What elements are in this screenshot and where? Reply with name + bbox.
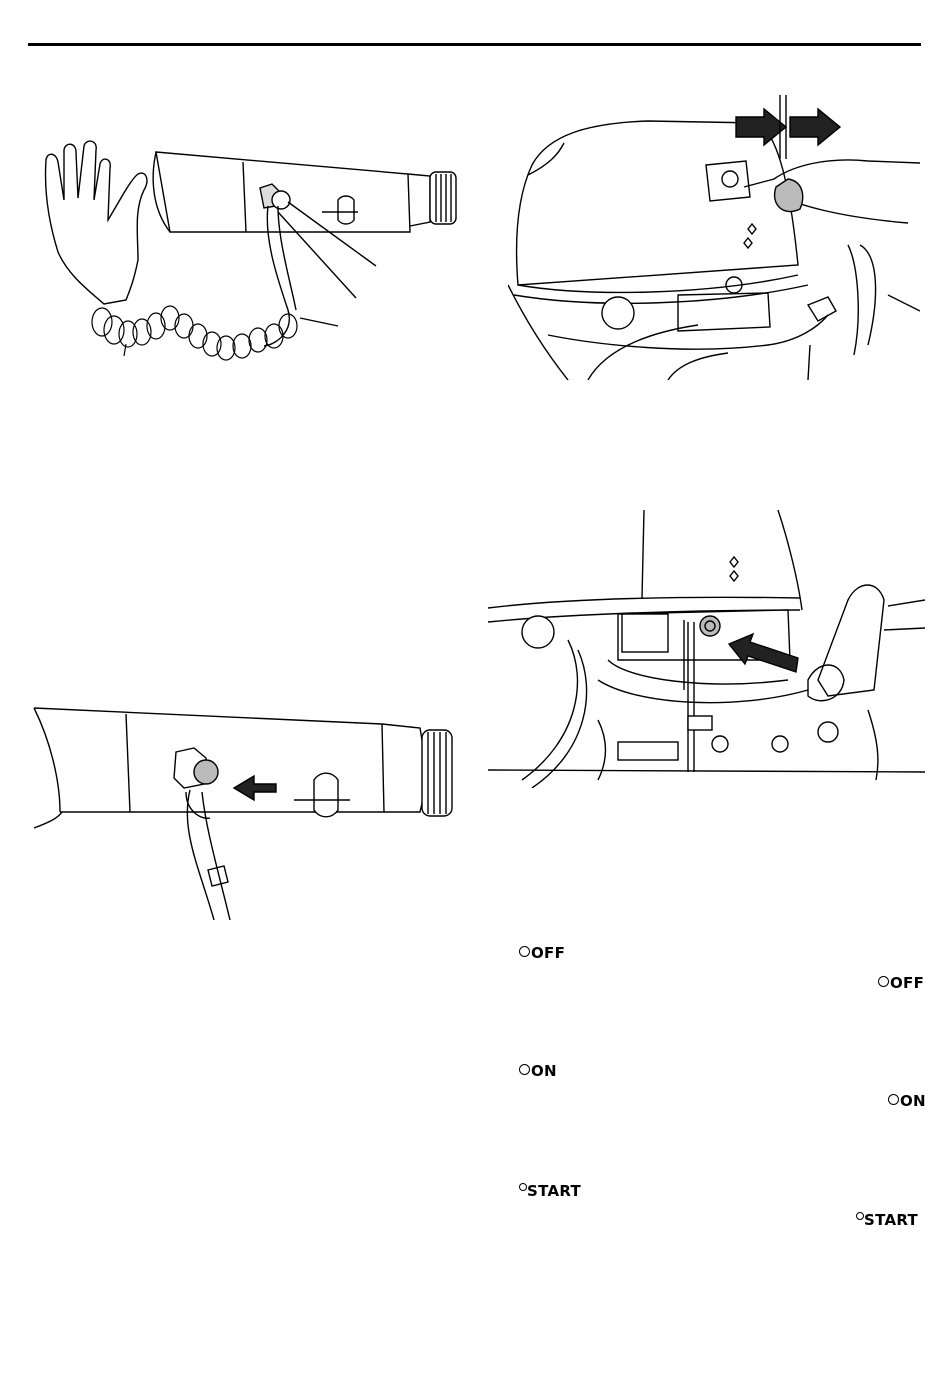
label-off-right: OFF <box>878 974 924 992</box>
figure-key-insertion <box>488 510 925 788</box>
label-start-right: START <box>856 1211 918 1229</box>
figure-engine-key-removal <box>508 95 920 380</box>
label-on-left: ON <box>519 1062 557 1080</box>
label-off-left: OFF <box>519 944 565 962</box>
figure-clip-insertion <box>30 700 454 920</box>
label-on-right: ON <box>888 1092 926 1110</box>
label-start-left: START <box>519 1182 581 1200</box>
figure-lanyard-wrist <box>38 140 458 385</box>
header-rule <box>28 43 921 46</box>
